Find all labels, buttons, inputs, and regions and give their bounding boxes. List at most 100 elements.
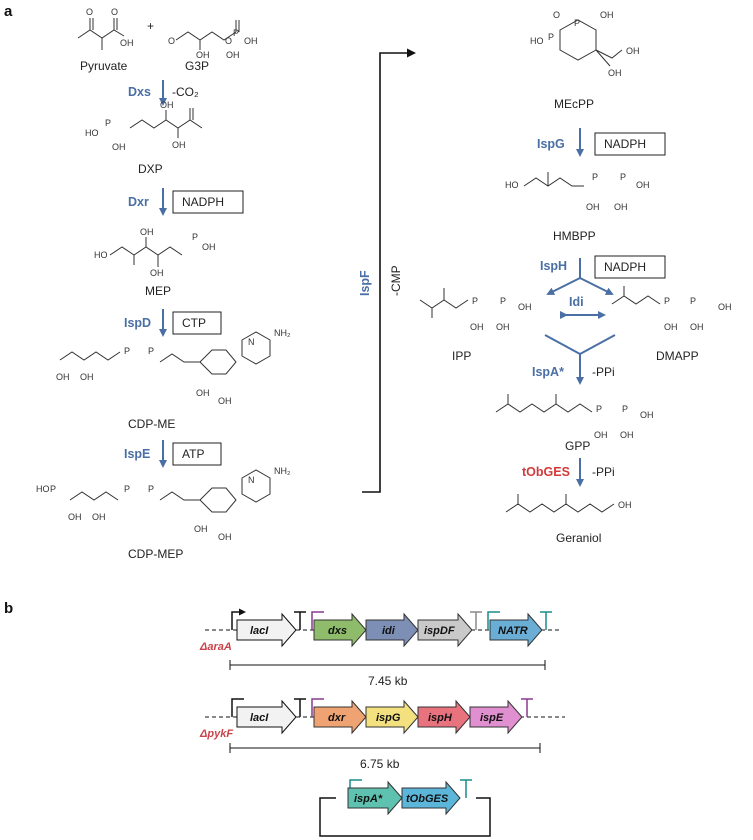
plasmid: ispA* tObGES <box>319 779 491 837</box>
atom-oh: OH <box>594 430 608 440</box>
enzyme-idi: Idi <box>569 295 584 309</box>
operon-2: ΔpykF lacI dxr ispG ispH ispE 6.75 kb <box>199 698 565 771</box>
enzyme-dxr: Dxr <box>128 195 149 209</box>
gene-label-laci: lacI <box>250 625 269 637</box>
gene-ispdf <box>417 612 473 648</box>
atom-oh: OH <box>226 50 240 60</box>
mep-structure: HO OH OH P OH <box>94 227 216 278</box>
terminator <box>294 611 306 630</box>
gene-label-ispe: ispE <box>480 712 504 724</box>
atom-oh: OH <box>664 322 678 332</box>
cofactor-nadph: NADPH <box>604 260 646 274</box>
gene-label-ispdf: ispDF <box>424 625 455 637</box>
atom-p: P <box>124 346 130 356</box>
gene-dxr <box>313 699 367 735</box>
size-label: 7.45 kb <box>368 674 408 688</box>
side-product-ppi: -PPi <box>592 365 615 379</box>
gene-ispg <box>365 699 419 735</box>
atom-oh: OH <box>244 36 258 46</box>
mecpp-structure: O OH HO P P OH OH <box>530 10 640 78</box>
atom-p: P <box>124 484 130 494</box>
cofactor-box-nadph <box>594 255 666 279</box>
terminator <box>521 698 533 717</box>
atom-p: P <box>622 404 628 414</box>
atom-oh: OH <box>218 532 232 542</box>
size-label: 6.75 kb <box>360 757 400 771</box>
gene-dxs <box>313 612 367 648</box>
atom-oh: OH <box>172 140 186 150</box>
atom-oh: OH <box>640 410 654 420</box>
gene-label-dxr: dxr <box>328 712 346 724</box>
atom-oh: OH <box>92 512 106 522</box>
atom-oh: OH <box>718 302 732 312</box>
g3p-label: G3P <box>185 59 209 73</box>
atom-o: O <box>168 36 175 46</box>
atom-p: P <box>596 404 602 414</box>
scale-bar <box>229 743 541 753</box>
atom-oh: OH <box>56 372 70 382</box>
arrow-ispa-merge <box>544 334 616 356</box>
cofactor-box-nadph <box>172 190 244 214</box>
gene-ispe <box>469 699 523 735</box>
atom-o: O <box>225 36 232 46</box>
cdp-me-structure: OH OH P P N NH₂ OH OH <box>56 328 291 406</box>
gene-label-isph: ispH <box>428 712 453 724</box>
atom-oh: OH <box>518 302 532 312</box>
atom-p: P <box>500 296 506 306</box>
dmapp-structure: P P OH OH OH <box>611 286 732 332</box>
atom-oh: OH <box>120 38 134 48</box>
cofactor-box-atp <box>172 442 222 466</box>
cofactor-box-nadph <box>594 132 666 156</box>
atom-ho: HO <box>85 128 99 138</box>
atom-ho: HO <box>94 250 108 260</box>
atom-oh: OH <box>608 68 622 78</box>
gene-isph <box>417 699 471 735</box>
atom-ho: HO <box>530 36 544 46</box>
atom-oh: OH <box>496 322 510 332</box>
gene-natr <box>489 612 543 648</box>
atom-nh2: NH₂ <box>274 466 291 476</box>
cdp-mep-structure: HO P OH OH P P N NH₂ OH OH <box>36 466 291 542</box>
gpp-structure: P P OH OH OH <box>495 394 654 440</box>
terminator <box>460 779 472 798</box>
enzyme-ispe: IspE <box>124 447 150 461</box>
atom-p: P <box>690 296 696 306</box>
gene-label-dxs: dxs <box>328 625 347 637</box>
dmapp-label: DMAPP <box>656 349 699 363</box>
atom-oh: OH <box>600 10 614 20</box>
atom-oh: OH <box>626 46 640 56</box>
side-product-co2: -CO₂ <box>172 85 199 99</box>
promoter <box>311 698 324 717</box>
cofactor-nadph: NADPH <box>604 137 646 151</box>
cdp-me-label: CDP-ME <box>128 417 175 431</box>
side-product-ppi: -PPi <box>592 465 615 479</box>
atom-oh: OH <box>620 430 634 440</box>
arrow-isph-ipp <box>546 277 581 295</box>
atom-p: P <box>148 346 154 356</box>
enzyme-dxs: Dxs <box>128 85 151 99</box>
plasmid-backbone <box>319 797 491 837</box>
pyruvate-structure: O O OH <box>77 7 134 50</box>
arrow-ispf <box>362 48 416 493</box>
promoter <box>231 698 244 717</box>
atom-oh: OH <box>140 227 154 237</box>
promoter <box>311 611 324 630</box>
promoter <box>231 608 246 630</box>
atom-o: O <box>111 7 118 17</box>
gene-label-ispg: ispG <box>376 712 401 724</box>
atom-p: P <box>472 296 478 306</box>
geraniol-label: Geraniol <box>556 531 601 545</box>
atom-oh: OH <box>112 142 126 152</box>
atom-p: P <box>548 32 554 42</box>
atom-p: P <box>50 484 56 494</box>
atom-p: P <box>574 18 580 28</box>
gene-label-ispa: ispA* <box>354 793 383 805</box>
atom-oh: OH <box>202 242 216 252</box>
atom-oh: OH <box>470 322 484 332</box>
gene-label-idi: idi <box>382 625 396 637</box>
promoter <box>487 611 500 630</box>
gene-idi <box>365 612 419 648</box>
cofactor-nadph: NADPH <box>182 195 224 209</box>
atom-p: P <box>592 172 598 182</box>
